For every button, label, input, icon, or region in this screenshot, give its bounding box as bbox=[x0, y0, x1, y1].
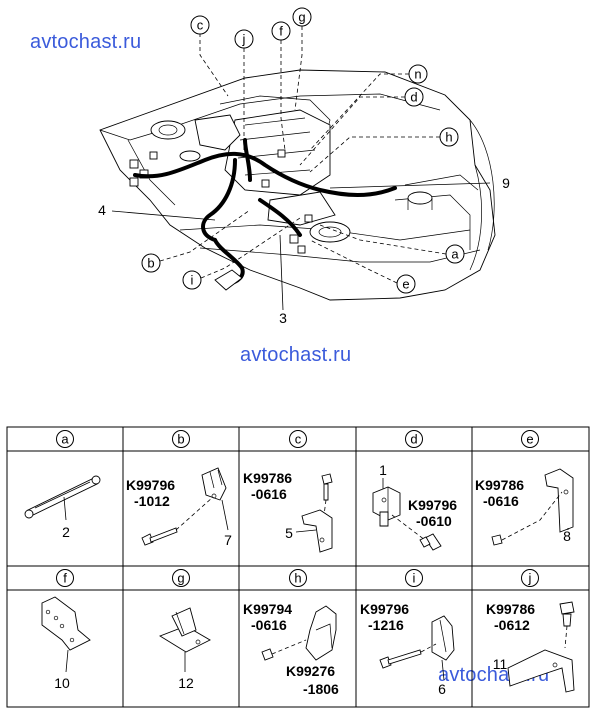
cell-c-num: 5 bbox=[285, 525, 293, 541]
header-g: g bbox=[172, 569, 190, 587]
header-f: f bbox=[56, 569, 74, 587]
cell-d-part-line1: K99796 bbox=[408, 497, 457, 513]
cell-c-part-line1: K99786 bbox=[243, 470, 292, 486]
svg-text:b: b bbox=[177, 432, 184, 447]
cell-g: 12 bbox=[158, 607, 211, 691]
overview-leaders bbox=[111, 26, 491, 311]
cell-h-part-line2: -0616 bbox=[251, 617, 287, 633]
svg-text:n: n bbox=[414, 67, 421, 82]
callout-a: a bbox=[445, 244, 465, 264]
cell-e-num: 8 bbox=[563, 528, 571, 544]
svg-text:d: d bbox=[410, 432, 417, 447]
cell-h-part-line1: K99794 bbox=[243, 601, 292, 617]
svg-text:e: e bbox=[402, 277, 409, 292]
cell-i: K99796 -1216 6 bbox=[360, 601, 455, 697]
cell-h-part2-line1: K99276 bbox=[286, 663, 335, 679]
callout-b: b bbox=[141, 253, 161, 273]
cell-j: K99786 -0612 11 bbox=[486, 601, 575, 693]
watermark-top: avtochast.ru bbox=[30, 31, 142, 53]
header-i: i bbox=[405, 569, 423, 587]
svg-text:g: g bbox=[177, 571, 184, 586]
callout-n: n bbox=[408, 64, 428, 84]
header-j: j bbox=[521, 569, 539, 587]
header-e: e bbox=[521, 430, 539, 448]
cell-i-part-line1: K99796 bbox=[360, 601, 409, 617]
cell-j-num: 11 bbox=[493, 656, 508, 672]
cell-e-part-line1: K99786 bbox=[475, 477, 524, 493]
callout-h: h bbox=[439, 127, 459, 147]
svg-text:c: c bbox=[295, 432, 302, 447]
header-a: a bbox=[56, 430, 74, 448]
cell-c-part-line2: -0616 bbox=[251, 486, 287, 502]
cell-d-part-line2: -0610 bbox=[416, 513, 452, 529]
cell-e-part-line2: -0616 bbox=[483, 493, 519, 509]
label-3: 3 bbox=[279, 310, 287, 326]
svg-text:j: j bbox=[528, 571, 532, 586]
cell-d-num: 1 bbox=[379, 462, 387, 478]
table-header-row-1: a b c d e bbox=[56, 430, 539, 448]
parts-table-grid bbox=[6, 426, 590, 708]
callout-g: g bbox=[292, 7, 312, 27]
callout-i: i bbox=[182, 270, 202, 290]
svg-text:c: c bbox=[197, 18, 204, 33]
svg-text:j: j bbox=[242, 32, 246, 47]
header-h: h bbox=[289, 569, 307, 587]
cell-b-part-line1: K99796 bbox=[126, 477, 175, 493]
callout-j: j bbox=[234, 29, 254, 49]
cell-i-num: 6 bbox=[438, 681, 446, 697]
cell-j-part-line2: -0612 bbox=[494, 617, 530, 633]
callout-e: e bbox=[396, 274, 416, 294]
svg-text:b: b bbox=[147, 256, 154, 271]
label-4: 4 bbox=[98, 202, 106, 218]
svg-text:h: h bbox=[294, 571, 301, 586]
cell-e: K99786 -0616 8 bbox=[475, 468, 574, 546]
svg-text:i: i bbox=[413, 571, 416, 586]
svg-text:d: d bbox=[410, 90, 417, 105]
callout-c: c bbox=[190, 15, 210, 35]
cell-b: K99796 -1012 7 bbox=[126, 467, 232, 548]
cell-h: K99794 -0616 K99276 -1806 bbox=[243, 601, 339, 697]
cell-g-num: 12 bbox=[178, 675, 194, 691]
svg-text:a: a bbox=[61, 432, 69, 447]
callout-f: f bbox=[271, 21, 291, 41]
header-d: d bbox=[405, 430, 423, 448]
svg-text:f: f bbox=[279, 24, 283, 39]
cell-c: K99786 -0616 5 bbox=[243, 470, 333, 553]
svg-text:e: e bbox=[526, 432, 533, 447]
cell-b-num: 7 bbox=[224, 532, 232, 548]
cell-h-part2-line2: -1806 bbox=[303, 681, 339, 697]
cell-d: 1 K99796 -0610 bbox=[372, 462, 457, 551]
svg-text:g: g bbox=[298, 10, 305, 25]
table-header-row-2: f g h i j bbox=[56, 569, 539, 587]
svg-text:i: i bbox=[191, 273, 194, 288]
cell-a-strap: 2 bbox=[24, 475, 101, 540]
overview-callouts: c g j f n d h a b i e 4 9 3 bbox=[98, 7, 510, 326]
header-c: c bbox=[289, 430, 307, 448]
header-b: b bbox=[172, 430, 190, 448]
cell-j-part-line1: K99786 bbox=[486, 601, 535, 617]
cell-a-num: 2 bbox=[62, 524, 70, 540]
svg-text:f: f bbox=[63, 571, 67, 586]
cell-b-part-line2: -1012 bbox=[134, 493, 170, 509]
svg-text:a: a bbox=[451, 247, 459, 262]
callout-d: d bbox=[404, 87, 424, 107]
cell-f-num: 10 bbox=[54, 675, 70, 691]
watermark-middle: avtochast.ru bbox=[240, 344, 352, 366]
svg-text:h: h bbox=[445, 130, 452, 145]
label-9: 9 bbox=[502, 175, 510, 191]
cell-f: 10 bbox=[41, 596, 91, 691]
cell-i-part-line2: -1216 bbox=[368, 617, 404, 633]
